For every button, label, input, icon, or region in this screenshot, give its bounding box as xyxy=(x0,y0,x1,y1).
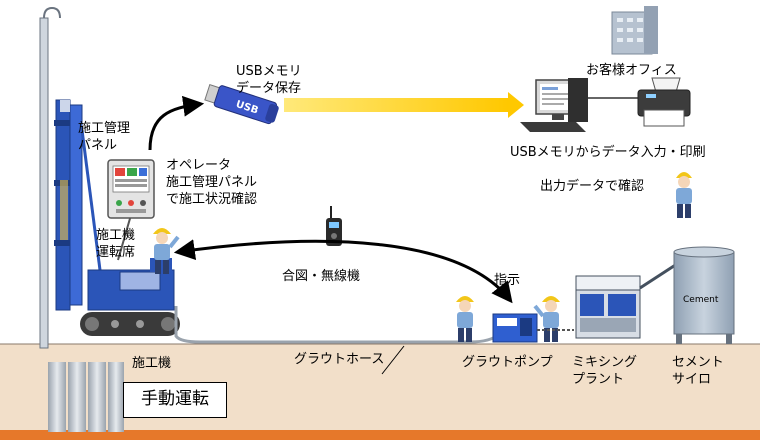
grout-hose-line xyxy=(174,306,501,344)
usb-to-pc-arrow xyxy=(284,92,524,118)
plant-worker-icon xyxy=(533,296,560,342)
grout-pump-icon xyxy=(492,313,538,343)
operator-label: オペレータ 施工管理パネル で施工状況確認 xyxy=(166,158,258,207)
usb-stick: USB xyxy=(204,84,279,125)
output-check-label: 出力データで確認 xyxy=(540,179,645,194)
pc-icon xyxy=(520,78,588,132)
cement-silo-label: セメント サイロ xyxy=(672,355,724,387)
grout-pump-label: グラウトポンプ xyxy=(462,355,553,370)
instruction-label: 指示 xyxy=(494,273,521,288)
management-panel xyxy=(107,159,155,261)
office-building-icon xyxy=(611,6,658,55)
machine-label: 施工機 xyxy=(132,356,172,371)
silo-cement-text: Cement xyxy=(683,295,719,305)
pump-worker-icon xyxy=(456,296,474,342)
office-worker-icon xyxy=(676,172,692,218)
radio-icon xyxy=(326,206,342,246)
printer-icon xyxy=(637,77,691,127)
usb-input-print-label: USBメモリからデータ入力・印刷 xyxy=(510,145,706,160)
panel-label: 施工管理 パネル xyxy=(78,121,131,153)
operator-worker-icon xyxy=(153,228,180,274)
mixing-plant-icon xyxy=(575,260,681,339)
mixing-plant-label: ミキシング プラント xyxy=(572,355,638,387)
drilling-machine xyxy=(39,6,180,349)
signal-arrow xyxy=(173,239,513,304)
panel-to-usb-arrow xyxy=(148,95,205,151)
usb-save-label: USBメモリ データ保存 xyxy=(236,64,302,96)
grout-hose-label: グラウトホース xyxy=(294,352,385,367)
hose-leader xyxy=(381,345,405,375)
cement-silo-icon: Cement xyxy=(673,246,735,344)
radio-label: 合図・無線機 xyxy=(282,269,361,284)
operator-seat-label: 施工機 運転席 xyxy=(96,228,136,260)
manual-mode-box: 手動運転 xyxy=(123,382,227,418)
client-office-label: お客様オフィス xyxy=(586,63,677,78)
soil-piles xyxy=(48,362,124,432)
